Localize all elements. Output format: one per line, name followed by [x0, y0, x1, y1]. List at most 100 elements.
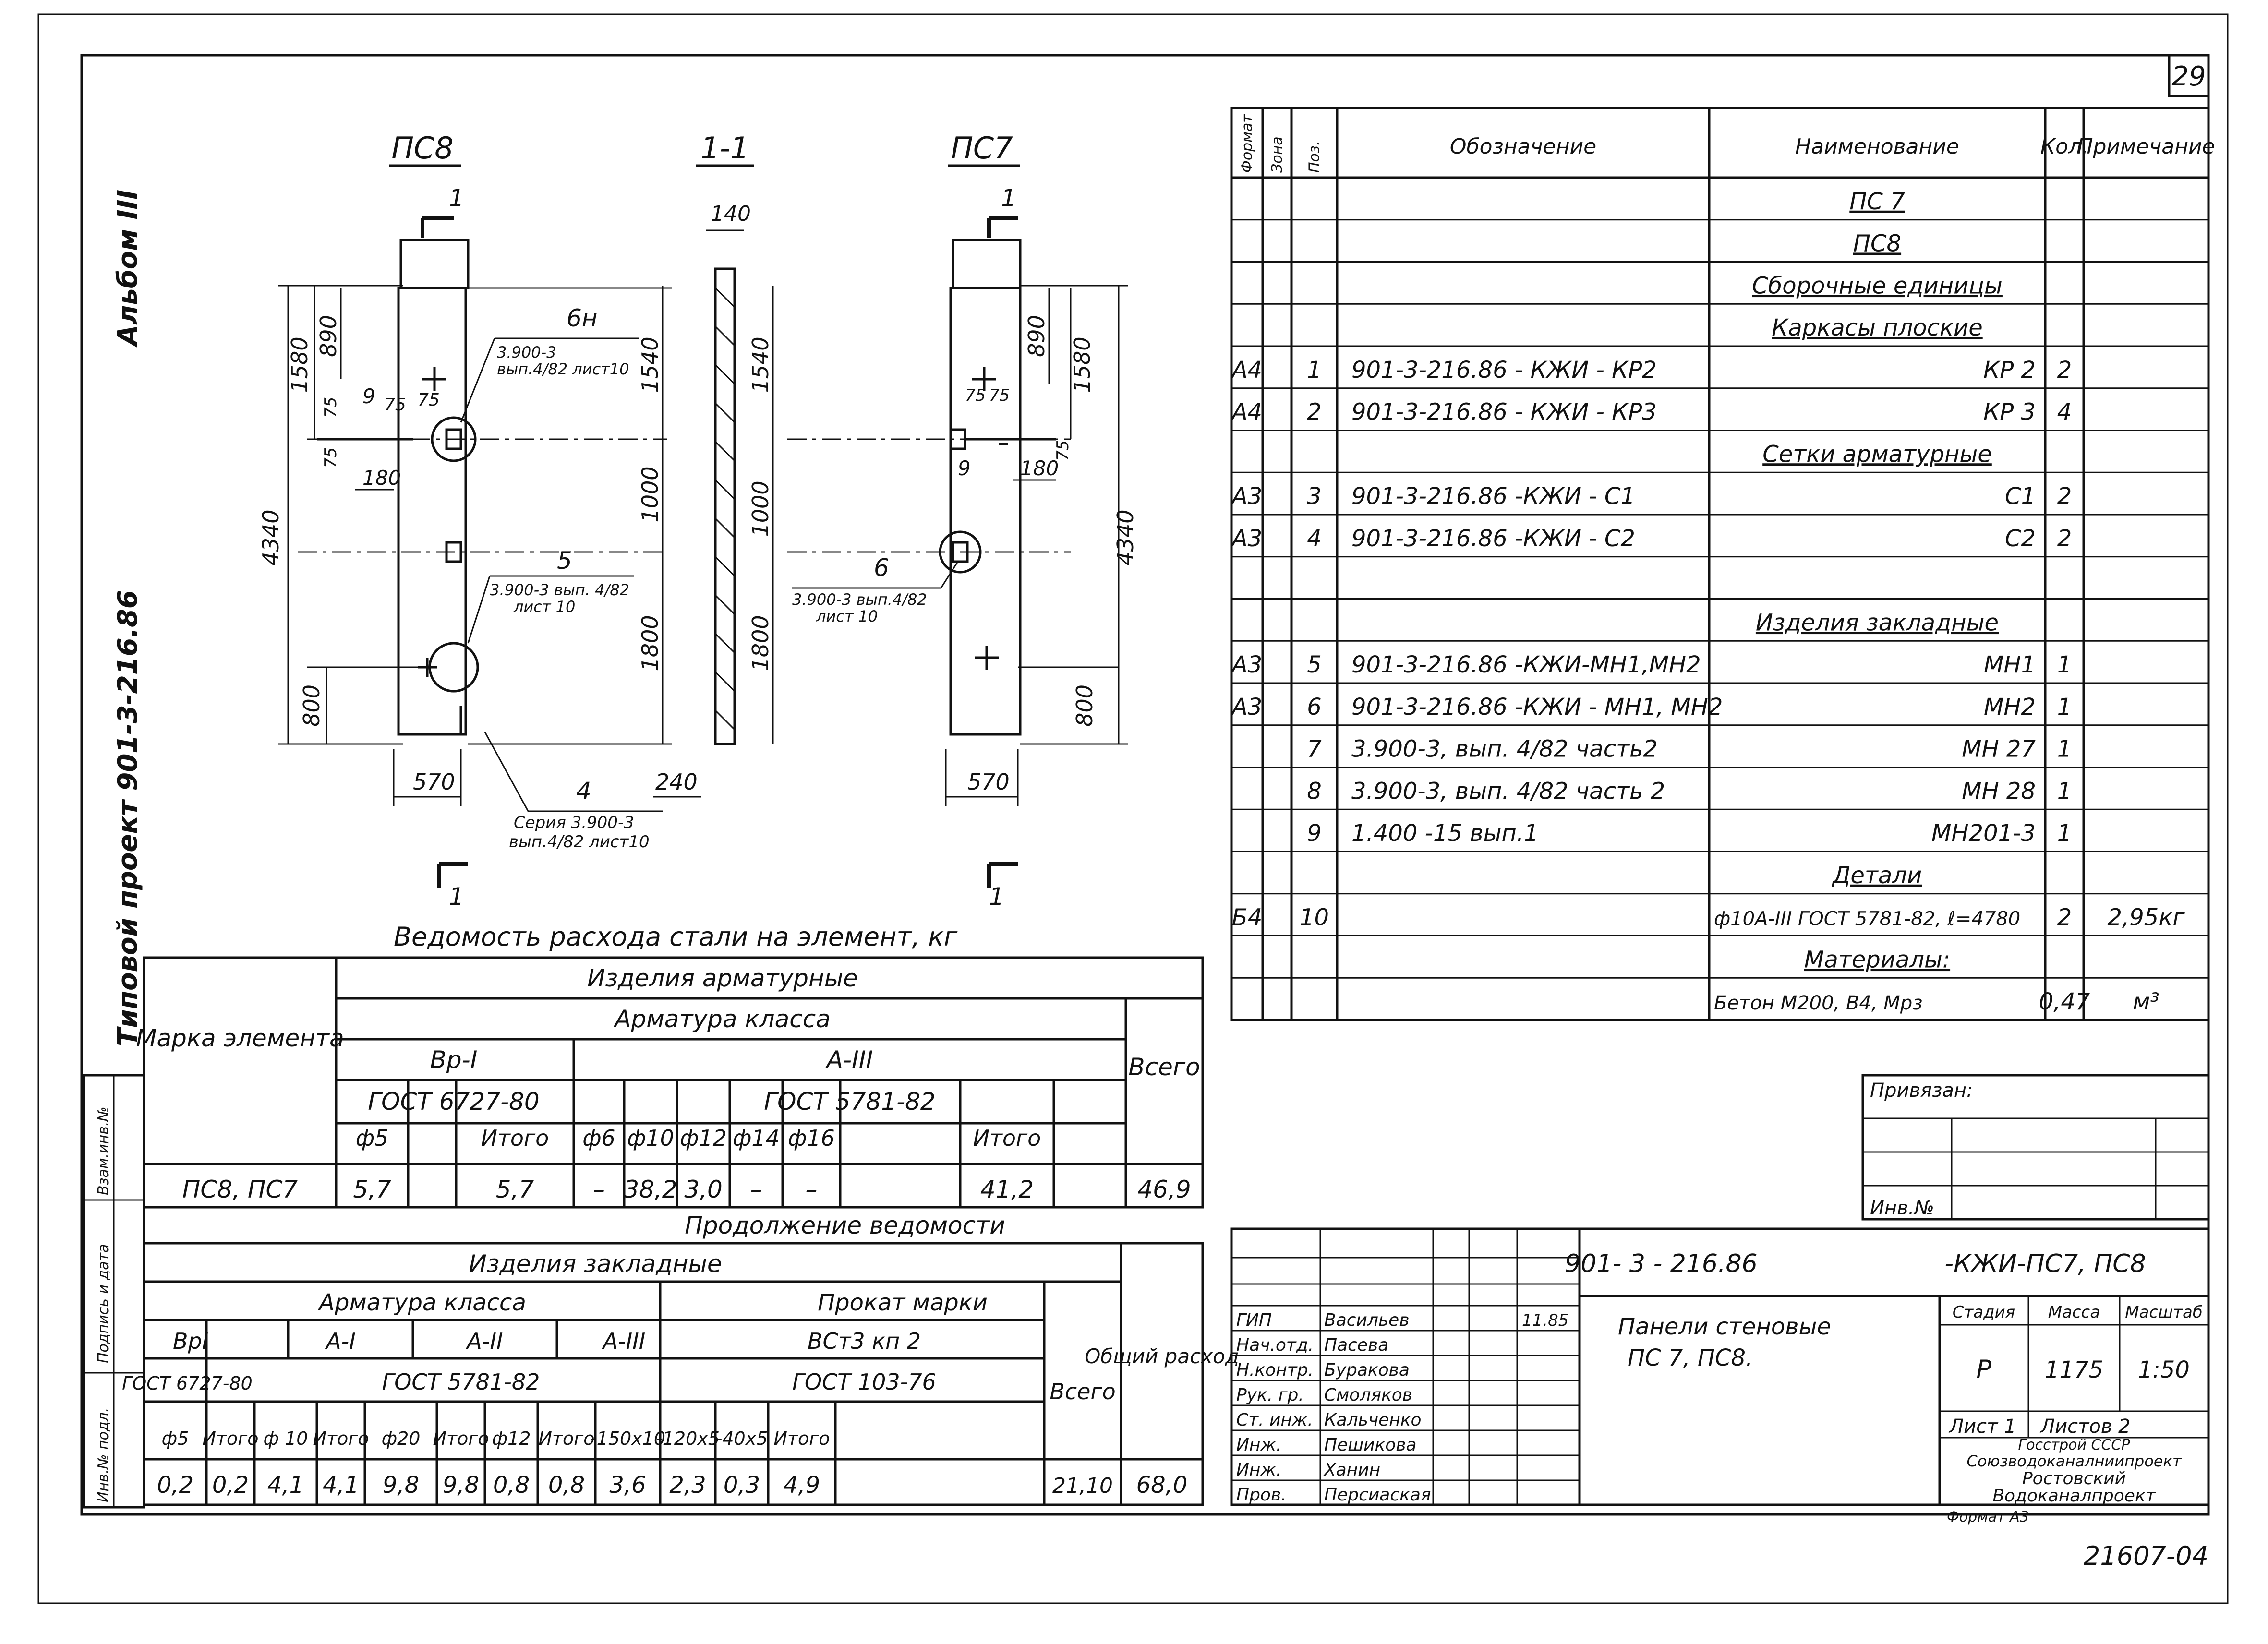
steel2-value: 9,8	[383, 1472, 419, 1499]
steel-table-2: Продолжение ведомости Изделия закладные …	[122, 1212, 1239, 1506]
spec-cell-name: ПС8	[1853, 230, 1901, 257]
svg-text:Р: Р	[1976, 1355, 1991, 1384]
title-line2: ПС 7, ПС8.	[1628, 1344, 1753, 1371]
svg-text:Изделия закладные: Изделия закладные	[469, 1250, 722, 1278]
svg-text:570: 570	[413, 769, 455, 795]
svg-text:890: 890	[315, 315, 341, 357]
svg-text:1000: 1000	[748, 480, 773, 537]
svg-text:9: 9	[958, 456, 971, 480]
svg-text:Масса: Масса	[2048, 1303, 2100, 1322]
spec-cell-fmt: А4	[1231, 399, 1262, 426]
svg-text:ВСт3 кп 2: ВСт3 кп 2	[808, 1328, 921, 1354]
signer-name: Пешикова	[1324, 1435, 1417, 1455]
steel1-col-header: ф5	[356, 1125, 389, 1151]
steel1-value: 5,7	[353, 1176, 391, 1203]
spec-cell-code: 1.400 -15 вып.1	[1351, 820, 1539, 847]
view-title-section: 1-1	[700, 131, 749, 166]
steel2-value: 0,8	[548, 1472, 585, 1499]
svg-text:75: 75	[418, 390, 440, 410]
side-podpis: Подпись и дата	[95, 1244, 112, 1364]
steel1-value: 38,2	[624, 1176, 677, 1203]
svg-text:Стадия: Стадия	[1953, 1303, 2015, 1322]
steel1-col-header: Итого	[973, 1125, 1041, 1151]
spec-cell-pos: 9	[1307, 820, 1322, 847]
svg-text:1: 1	[449, 184, 464, 212]
steel2-col-header: ф20	[382, 1428, 421, 1449]
steel1-value: 5,7	[496, 1176, 534, 1203]
dim-total-right: 4340	[1112, 509, 1138, 565]
spec-cell-fmt: А3	[1231, 483, 1262, 510]
side-inv: Инв.№ подл.	[95, 1408, 112, 1502]
outer-frame	[37, 13, 2229, 1604]
svg-text:Формат А3: Формат А3	[1947, 1509, 2029, 1525]
spec-cell-name: МН 28	[1962, 778, 2036, 804]
spec-cell-name: С1	[2005, 483, 2036, 510]
svg-text:Продолжение ведомости: Продолжение ведомости	[685, 1212, 1005, 1239]
spec-cell-qty: 1	[2057, 651, 2072, 678]
section-1-1: 140 1540 1000 1800	[706, 202, 774, 745]
steel2-value: 0,8	[493, 1472, 530, 1499]
spec-cell-name: МН1	[1984, 651, 2036, 678]
svg-text:Лист 1: Лист 1	[1948, 1416, 2016, 1438]
svg-text:Ростовский: Ростовский	[2022, 1469, 2126, 1488]
steel2-value: 0,3	[724, 1472, 760, 1499]
spec-cell-qty: 0,47	[2039, 988, 2090, 1015]
svg-text:Арматура класса: Арматура класса	[613, 1005, 831, 1033]
spec-header-pos: Поз.	[1306, 141, 1323, 173]
spec-cell-name: С2	[2005, 525, 2036, 552]
spec-cell-qty: 2	[2057, 904, 2072, 931]
steel1-value: 41,2	[980, 1176, 1034, 1203]
steel2-col-header: -120х5	[656, 1428, 720, 1449]
spec-cell-name: МН201-3	[1931, 820, 2036, 847]
spec-cell-pos: 8	[1307, 778, 1322, 804]
signer-name: Кальченко	[1324, 1410, 1422, 1430]
spec-cell-name: ф10А-III ГОСТ 5781-82, ℓ=4780	[1714, 908, 2020, 930]
svg-text:4: 4	[576, 777, 591, 805]
steel2-col-header: Итого	[538, 1428, 594, 1449]
spec-cell-qty: 2	[2057, 483, 2072, 510]
spec-cell-qty: 2	[2057, 357, 2072, 384]
svg-text:А-III: А-III	[602, 1328, 646, 1354]
panel-drawings: ПС8 1-1 ПС7 1	[258, 131, 1138, 911]
side-vzam: Взам.инв.№	[95, 1106, 112, 1195]
svg-text:Союзводоканалниипроект: Союзводоканалниипроект	[1967, 1452, 2182, 1470]
steel1-col-header: ф14	[733, 1125, 780, 1151]
svg-text:Листов 2: Листов 2	[2039, 1416, 2131, 1438]
spec-cell-fmt: Б4	[1232, 904, 1262, 931]
steel2-value: 3,6	[609, 1472, 646, 1499]
svg-text:Масштаб: Масштаб	[2125, 1303, 2203, 1322]
spec-cell-pos: 3	[1307, 483, 1322, 510]
signer-name: Буракова	[1324, 1360, 1410, 1380]
svg-text:вып.4/82 лист10: вып.4/82 лист10	[497, 360, 629, 378]
spec-cell-pos: 4	[1307, 525, 1322, 552]
svg-text:1800: 1800	[637, 615, 663, 671]
signer-date: 11.85	[1522, 1311, 1568, 1330]
svg-text:1175: 1175	[2045, 1356, 2103, 1383]
svg-text:Общий расход: Общий расход	[1085, 1344, 1239, 1368]
signer-role: Н.контр.	[1236, 1360, 1314, 1380]
steel2-value: 4,9	[784, 1472, 820, 1499]
steel1-col-header: ф6	[582, 1125, 615, 1151]
spec-cell-code: 3.900-3, вып. 4/82 часть2	[1351, 736, 1658, 763]
svg-text:Водоканалпроект: Водоканалпроект	[1992, 1486, 2156, 1506]
signer-name: Ханин	[1323, 1460, 1380, 1480]
svg-text:5: 5	[557, 547, 572, 575]
svg-text:А-III: А-III	[825, 1046, 873, 1074]
svg-text:3.900-3 вып.4/82: 3.900-3 вып.4/82	[792, 590, 927, 609]
steel2-col-header: ф5	[162, 1428, 189, 1449]
spec-cell-name: Бетон М200, В4, Мрз	[1714, 992, 1922, 1014]
view-title-ps8: ПС8	[391, 131, 453, 166]
steel2-grand-total: 68,0	[1136, 1472, 1188, 1499]
svg-text:1: 1	[449, 883, 464, 911]
signer-role: Рук. гр.	[1236, 1385, 1304, 1405]
spec-cell-name: МН 27	[1962, 736, 2036, 763]
view-title-ps7: ПС7	[951, 131, 1013, 166]
svg-text:140: 140	[711, 202, 751, 226]
spec-cell-pos: 10	[1300, 904, 1329, 931]
steel1-row-mark: ПС8, ПС7	[182, 1176, 298, 1203]
spec-cell-fmt: А3	[1231, 525, 1262, 552]
doc-code: 901- 3 - 216.86	[1565, 1249, 1757, 1278]
steel2-col-header: ф 10	[264, 1428, 308, 1449]
